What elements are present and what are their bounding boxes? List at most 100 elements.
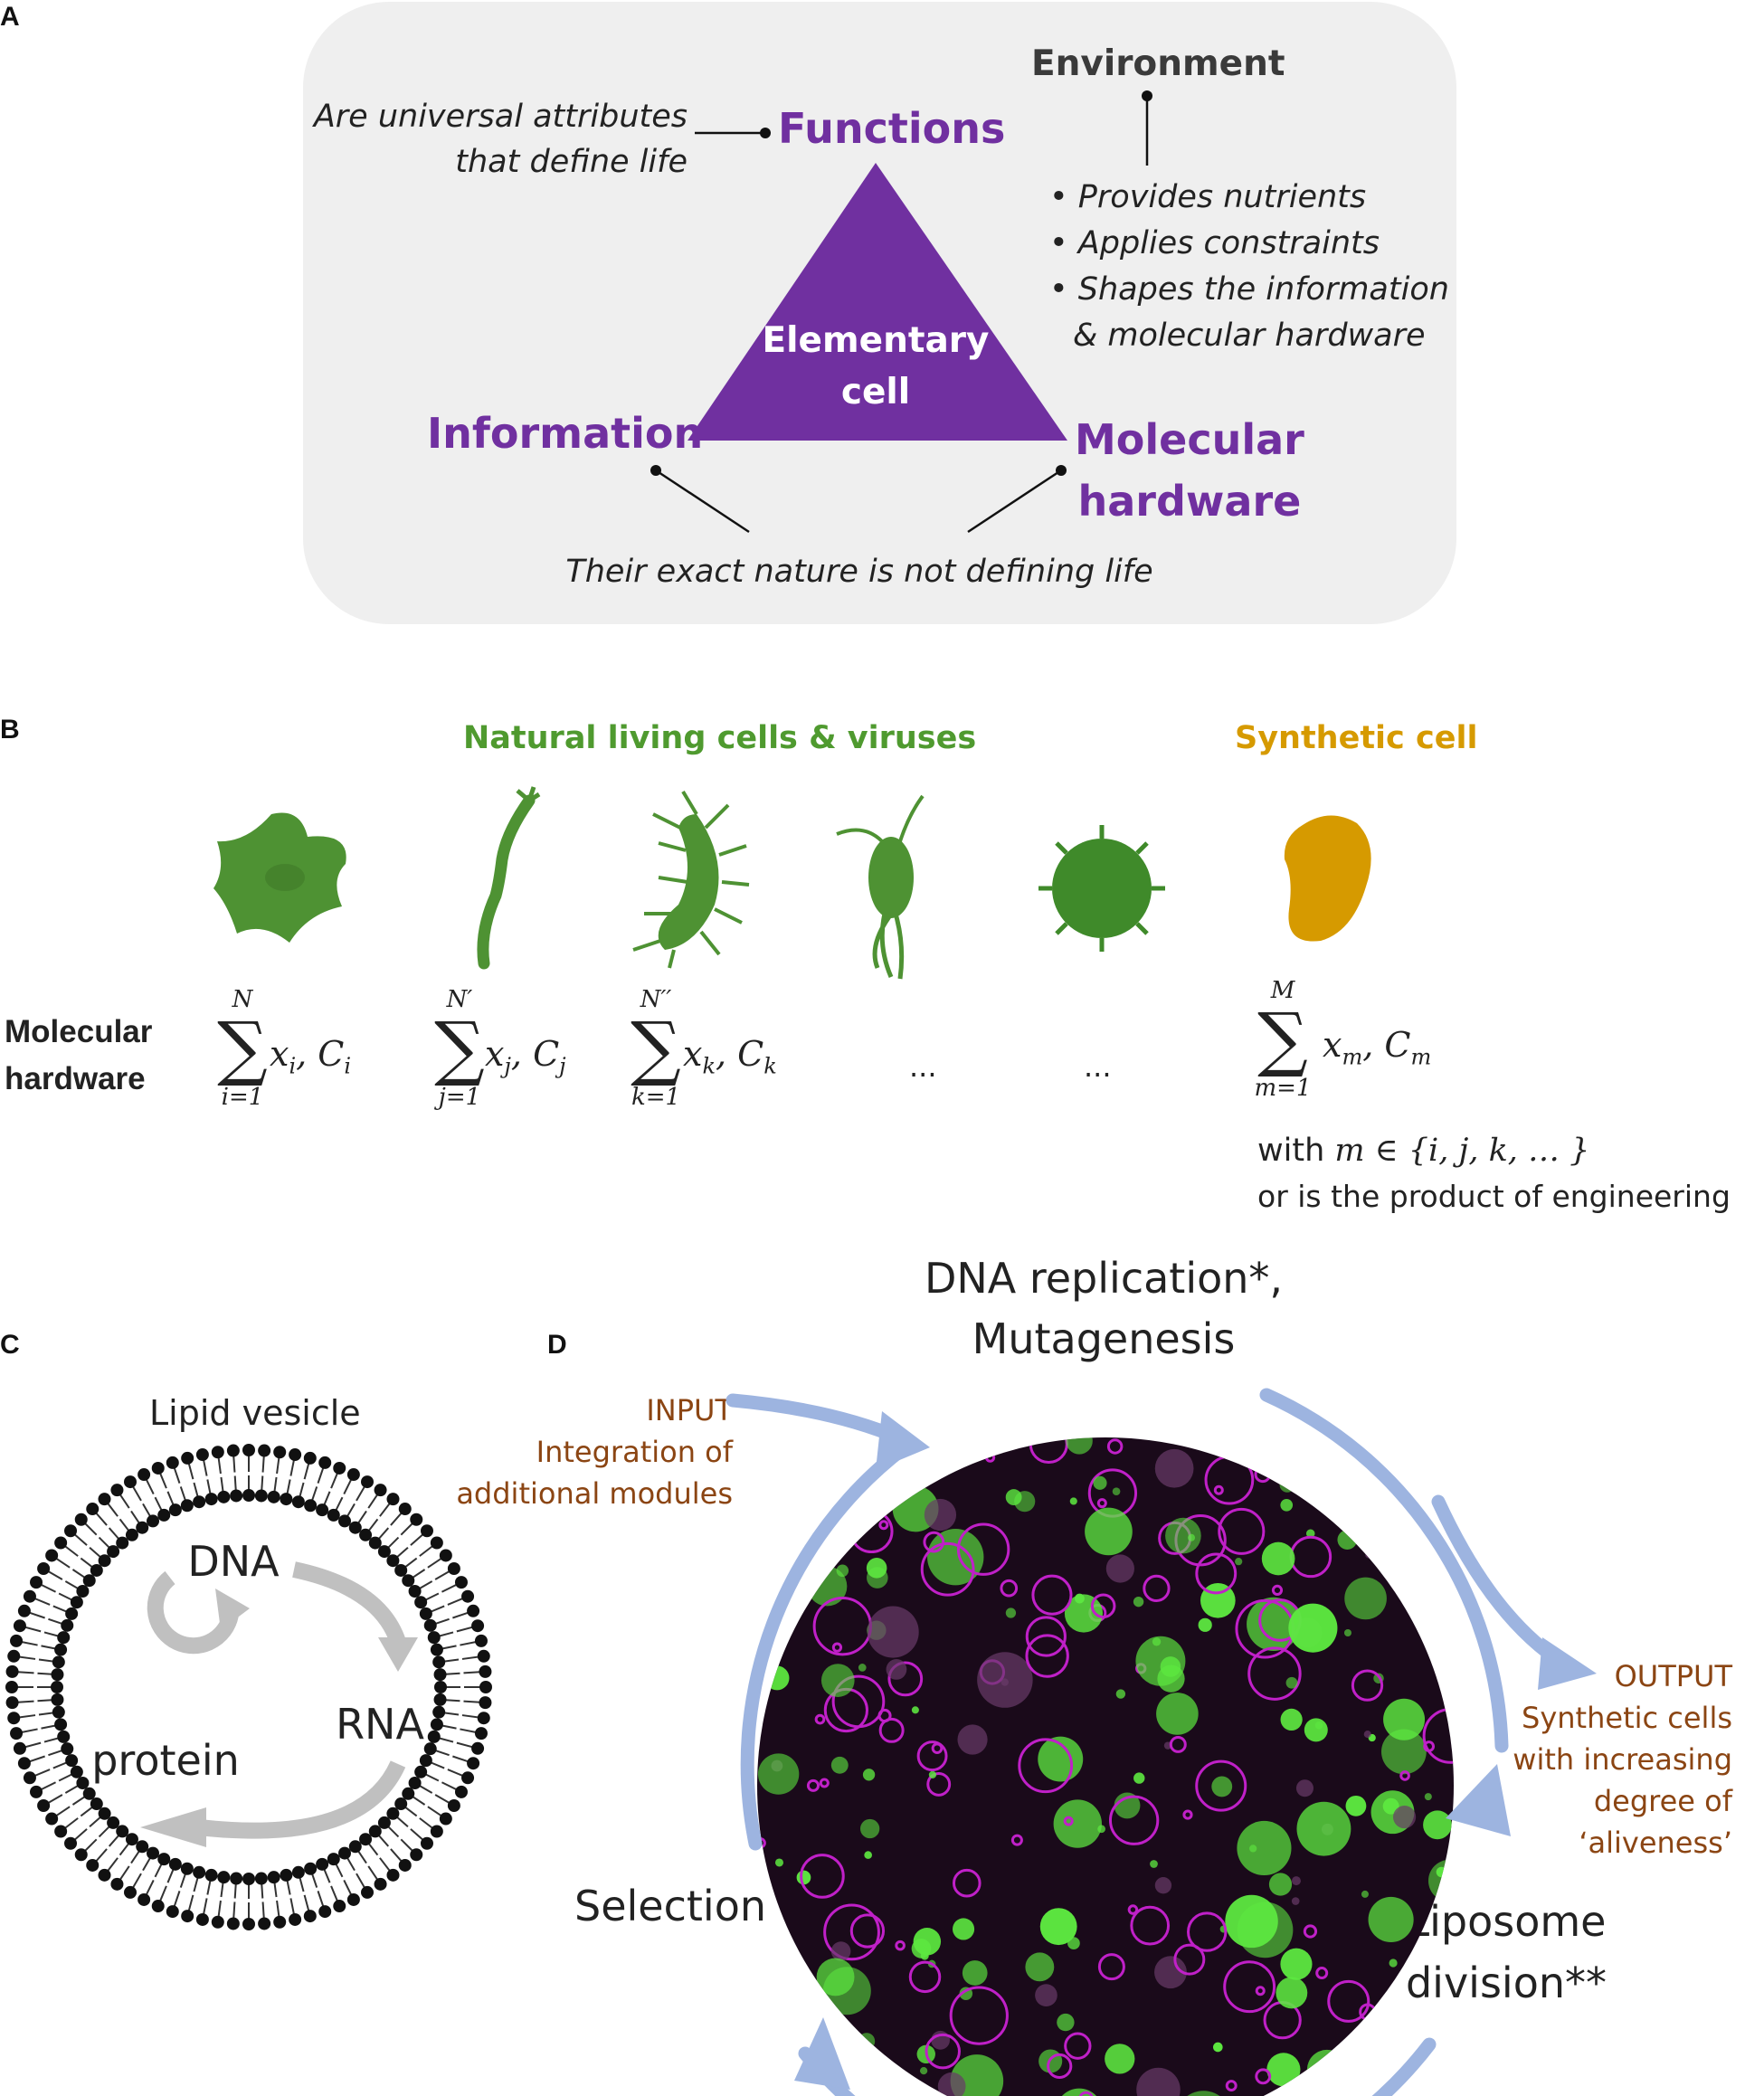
vesicle [937,2072,966,2096]
vesicle [1053,1799,1102,1848]
lipid-head [151,1900,165,1913]
vesicle [1069,1497,1077,1505]
vesicle [816,1958,855,1996]
vesicle [1247,1646,1302,1701]
vesicle [1010,1834,1023,1846]
molecular-connector [967,469,1062,534]
vesicle [916,1740,948,1772]
lipid-head [17,1757,31,1770]
vesicle [928,1770,937,1778]
vesicle [1154,1956,1187,1989]
vesicle [920,1541,975,1597]
lipid-head [254,1489,268,1503]
vesicle [1000,1579,1019,1598]
lipid-head [136,1840,149,1854]
lipid-head [5,1696,19,1710]
lipid-head [242,1489,255,1502]
vesicle [1291,1876,1301,1886]
vesicle [830,1756,849,1774]
vesicle [1311,2082,1322,2091]
vesicle [830,1941,851,1961]
lipid-head [61,1742,74,1756]
lipid-head [402,1574,415,1588]
lipid-head [51,1668,64,1682]
virus-icon [1038,825,1165,952]
spirochete-icon [477,786,541,970]
vesicle [1090,1593,1116,1619]
lipid-head [430,1825,443,1838]
flagellate-icon [836,794,925,980]
lipid-head [427,1631,441,1645]
vesicle [877,1708,892,1723]
amoeba-icon [213,812,346,943]
lipid-head [439,1549,452,1562]
vesicle [927,1528,984,1586]
lipid-head [217,1871,231,1884]
lipid-head [433,1668,447,1682]
lipid-head [204,1868,218,1882]
lipid-head [423,1618,437,1632]
lipid-head [318,1456,332,1469]
vesicle [1291,1897,1300,1905]
lipid-head [402,1787,415,1800]
panel-d-label: D [547,1330,567,1360]
lipid-head [107,1816,120,1829]
functions-connector-dot [760,128,771,138]
vesicle [1105,1554,1134,1583]
selection-label: Selection [574,1882,766,1930]
vesicle [862,1769,876,1781]
lipid-head [433,1693,447,1706]
vesicle [757,1753,800,1795]
protein-label: protein [91,1736,240,1785]
lipid-head [327,1853,340,1866]
lipid-head [280,1868,293,1882]
vesicle [1133,1596,1144,1608]
vesicle [1383,1698,1426,1740]
lipid-head [125,1528,138,1541]
lipid-head [327,1508,340,1522]
liposome-line1: Liposome [1406,1897,1607,1946]
lipid-head [70,1765,83,1778]
lipid-head [474,1727,488,1740]
arrowhead-output [1538,1637,1597,1690]
lipid-head [110,1877,124,1891]
lipid-head [359,1528,373,1541]
dna-replication-arrowhead [215,1589,250,1630]
replication-label: DNA replication*, Mutagenesis [887,1248,1321,1370]
lipid-head [147,1514,159,1528]
sum-upper-limit: N′ [446,986,473,1013]
lipid-head [386,1493,400,1506]
lipid-head [420,1524,433,1538]
lipid-head [157,1853,171,1866]
lipid-head [65,1754,79,1768]
lipid-head [54,1825,68,1838]
lipid-head [430,1718,443,1731]
lipid-head [289,1912,302,1926]
vesicle [1106,1438,1124,1455]
lipid-head [374,1877,387,1891]
vesicle [1295,1779,1314,1797]
vesicle [1005,1608,1017,1618]
lipid-head [82,1787,96,1800]
vesicle [878,1520,889,1531]
panel-a-graphics [650,90,1152,534]
output-line: Synthetic cells [1522,1701,1732,1735]
lipid-head [168,1857,182,1871]
vesicle [895,1940,906,1951]
lipid-head [7,1712,21,1725]
lipid-head [90,1797,103,1811]
panel-b-label: B [0,715,20,745]
lipid-head [51,1681,63,1693]
molecular-title-line1: Molecular [1075,415,1304,464]
vesicle [1078,2091,1095,2096]
lipid-head [57,1631,71,1645]
lipid-head [359,1833,373,1846]
functions-title: Functions [778,104,1006,153]
vesicle [1135,1636,1186,1686]
lipid-head [13,1619,26,1633]
lipid-head [338,1514,351,1528]
information-connector [655,469,750,534]
sum-sigma: ∑ [631,1008,681,1089]
vesicle [1423,1437,1442,1454]
organism-icons [213,786,1371,980]
